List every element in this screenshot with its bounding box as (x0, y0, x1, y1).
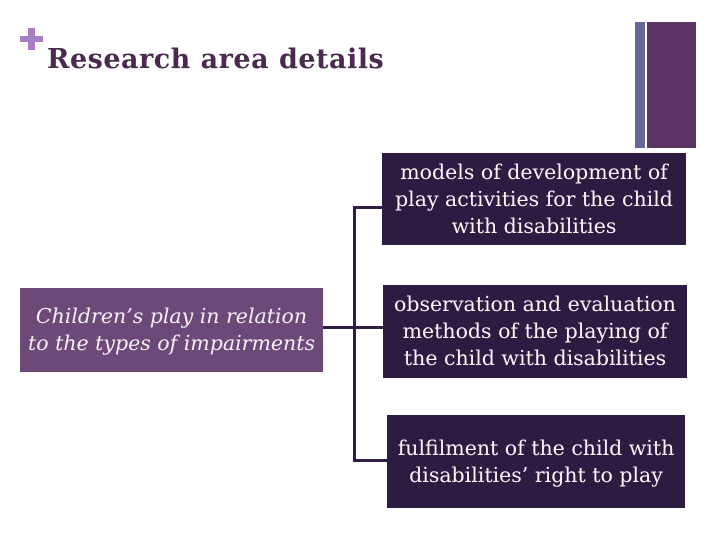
slide-title: Research area details (47, 44, 385, 75)
node-childrens-play: Children’s play in relation to the types… (20, 288, 323, 372)
node-text-line: the child with disabilities (403, 346, 667, 370)
accent-bar-narrow (635, 22, 645, 148)
node-text-line: disabilities’ right to play (409, 462, 663, 487)
node-text-line: play activities for the child (395, 186, 673, 211)
node-models-of-development: models of development of play activities… (382, 153, 686, 245)
connector-branch-top (353, 206, 385, 209)
node-text-line: fulfilment of the child with (397, 435, 675, 460)
node-text-line: models of development of (400, 159, 668, 184)
accent-bar-wide (647, 22, 696, 148)
node-observation-evaluation: observation and evaluation methods of th… (383, 285, 687, 378)
node-text-line: observation and evaluation (394, 292, 676, 316)
node-text-line: Children’s play in relation (35, 304, 308, 328)
connector-branch-bottom (353, 459, 389, 462)
node-fulfilment-right-to-play: fulfilment of the child with disabilitie… (387, 415, 685, 508)
node-text-line: to the types of impairments (28, 331, 315, 355)
node-text-line: methods of the playing of (402, 319, 668, 343)
connector-vertical-line (353, 206, 356, 462)
connector-branch-middle (323, 326, 385, 329)
node-text-line: with disabilities (451, 213, 617, 238)
plus-icon-vertical-bar (28, 28, 35, 50)
plus-icon (20, 28, 43, 50)
